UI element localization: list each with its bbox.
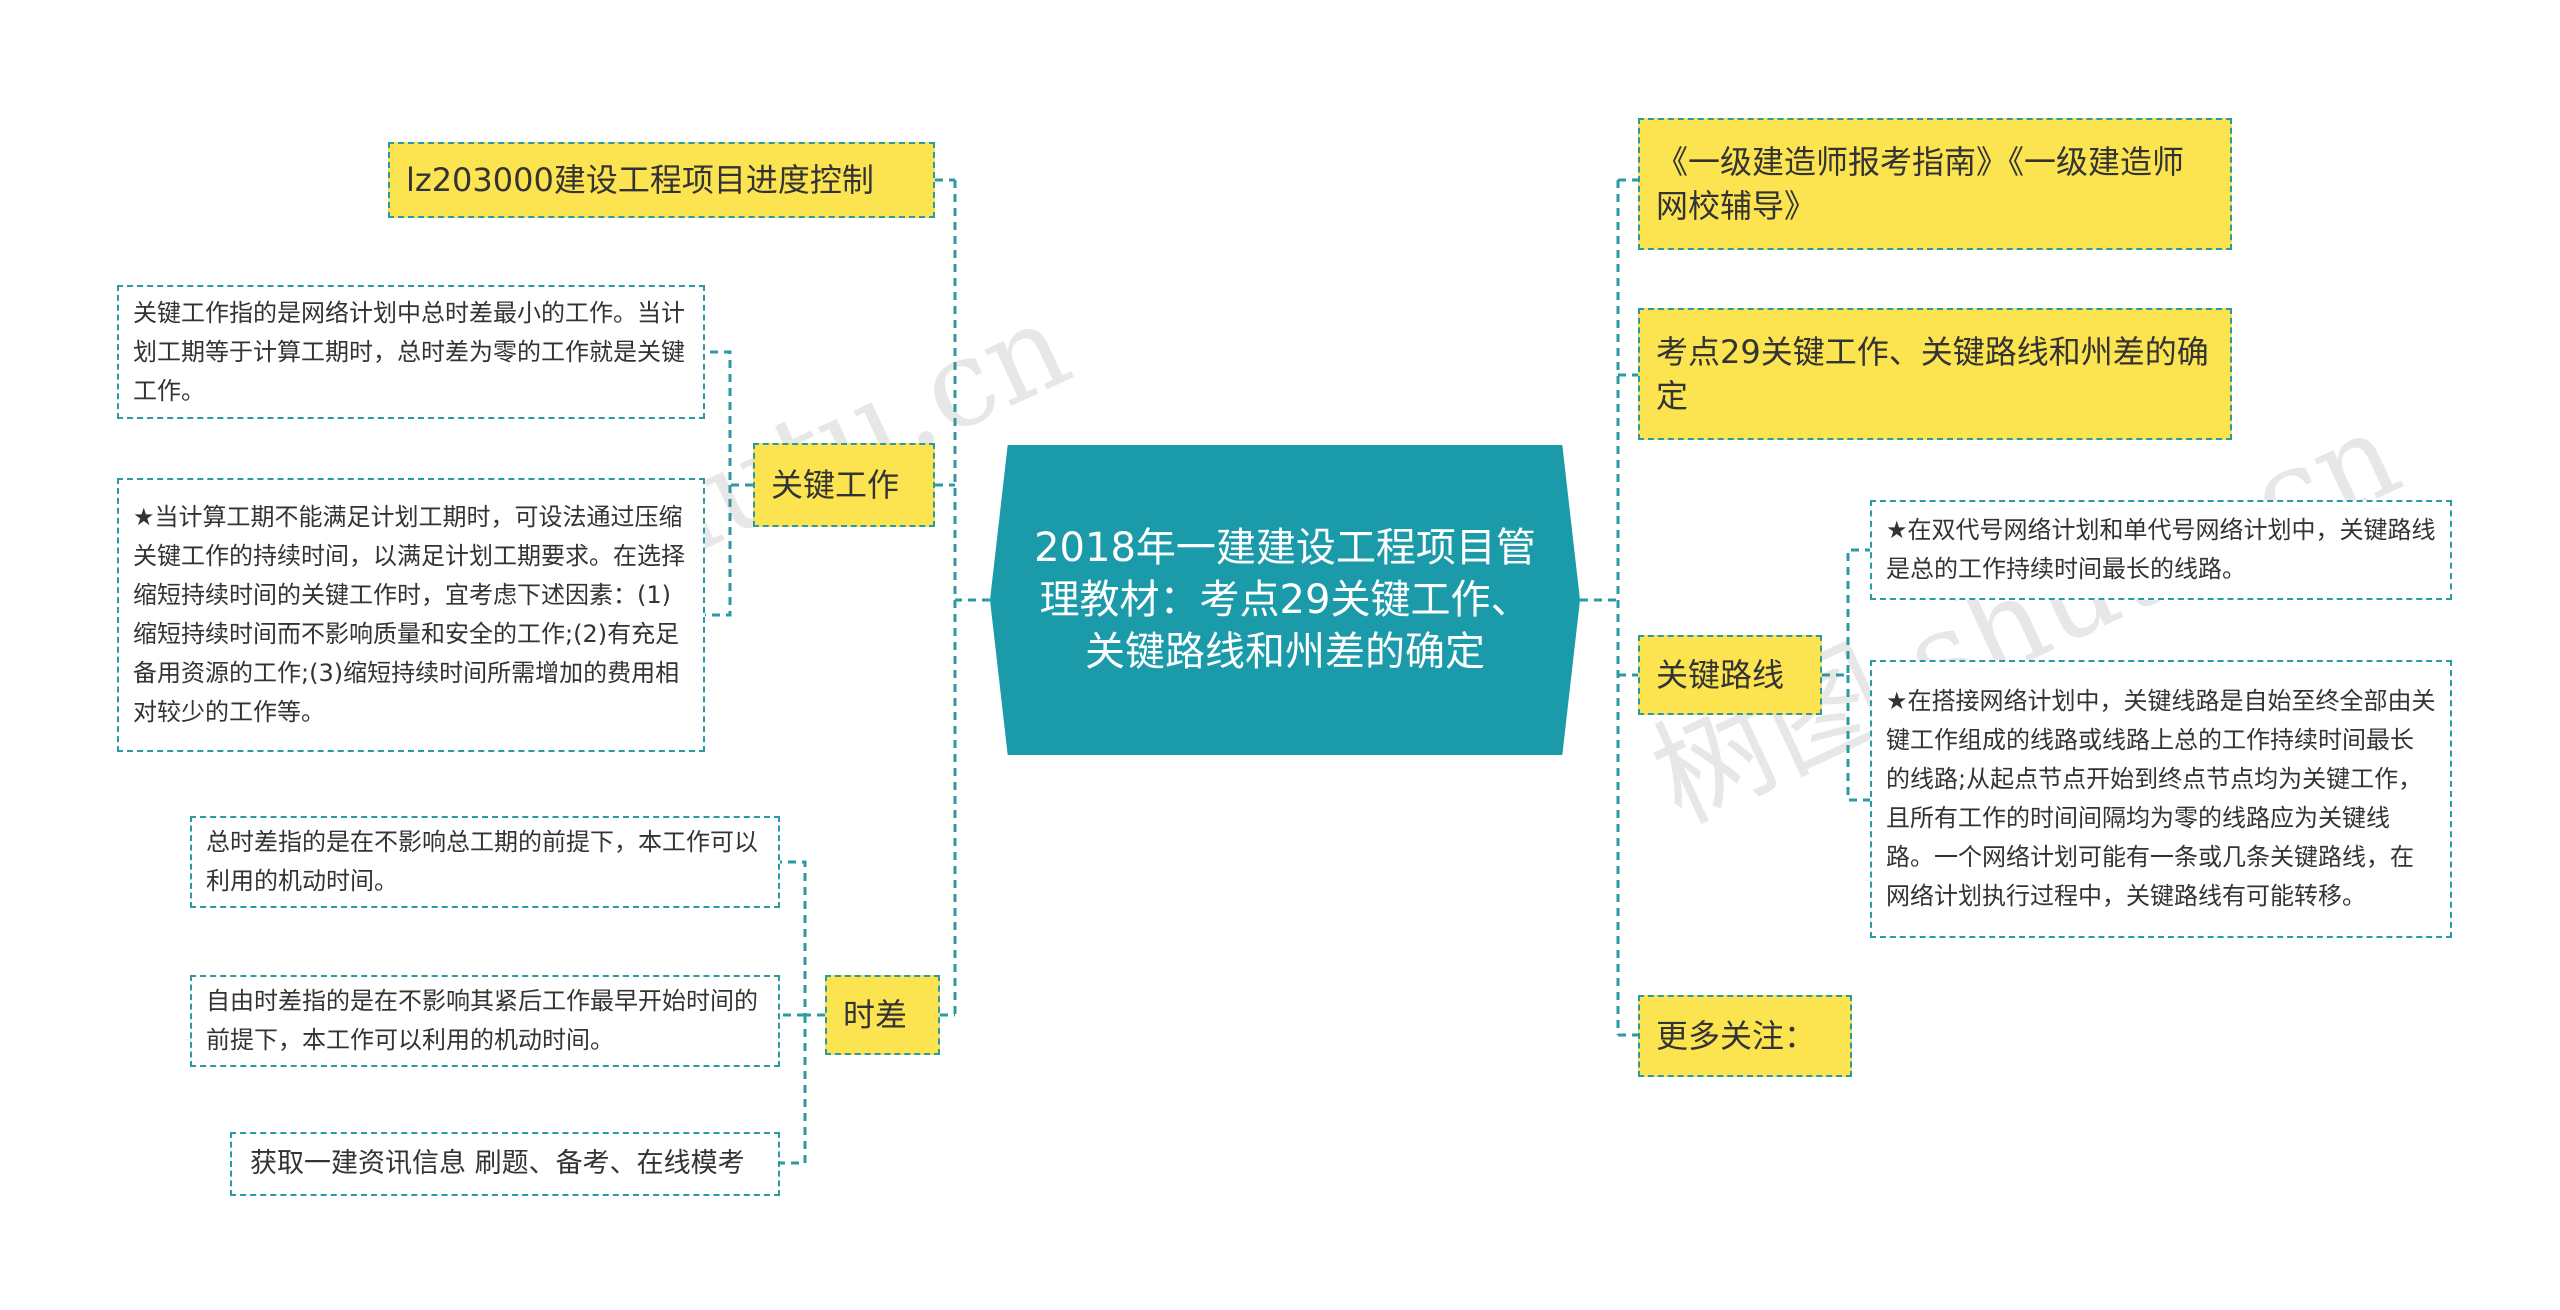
branch-float[interactable]: 时差 (825, 975, 940, 1055)
total-float[interactable]: 总时差指的是在不影响总工期的前提下，本工作可以利用的机动时间。 (190, 816, 780, 908)
branch-key-work-label: 关键工作 (771, 466, 900, 504)
branch-key-work[interactable]: 关键工作 (753, 443, 935, 527)
branch-float-label: 时差 (843, 996, 908, 1034)
branch-lz203000-label: lz203000建设工程项目进度控制 (406, 161, 874, 199)
branch-guide[interactable]: 《一级建造师报考指南》《一级建造师网校辅导》 (1638, 118, 2232, 250)
branch-lz203000[interactable]: lz203000建设工程项目进度控制 (388, 142, 935, 218)
key-path-lap-text: ★在搭接网络计划中，关键线路是自始至终全部由关键工作组成的线路或线路上总的工作持… (1886, 687, 2436, 910)
branch-guide-label: 《一级建造师报考指南》《一级建造师网校辅导》 (1656, 143, 2185, 225)
key-work-definition[interactable]: 关键工作指的是网络计划中总时差最小的工作。当计划工期等于计算工期时，总时差为零的… (117, 285, 705, 419)
key-work-definition-text: 关键工作指的是网络计划中总时差最小的工作。当计划工期等于计算工期时，总时差为零的… (133, 298, 685, 405)
info-link[interactable]: 获取一建资讯信息 刷题、备考、在线模考 (230, 1132, 780, 1196)
root-topic[interactable]: 2018年一建建设工程项目管理教材：考点29关键工作、关键路线和州差的确定 (990, 445, 1580, 755)
branch-key-path[interactable]: 关键路线 (1638, 635, 1822, 715)
branch-topic-label: 考点29关键工作、关键路线和州差的确定 (1656, 333, 2209, 415)
key-path-double-code[interactable]: ★在双代号网络计划和单代号网络计划中，关键路线是总的工作持续时间最长的线路。 (1870, 500, 2452, 600)
key-work-compression-text: ★当计算工期不能满足计划工期时，可设法通过压缩关键工作的持续时间，以满足计划工期… (133, 503, 685, 726)
branch-key-path-label: 关键路线 (1656, 656, 1785, 694)
total-float-text: 总时差指的是在不影响总工期的前提下，本工作可以利用的机动时间。 (206, 828, 758, 895)
key-path-lap[interactable]: ★在搭接网络计划中，关键线路是自始至终全部由关键工作组成的线路或线路上总的工作持… (1870, 660, 2452, 938)
branch-more-label: 更多关注： (1656, 1017, 1817, 1055)
branch-topic[interactable]: 考点29关键工作、关键路线和州差的确定 (1638, 308, 2232, 440)
info-link-text: 获取一建资讯信息 刷题、备考、在线模考 (250, 1148, 745, 1179)
key-work-compression[interactable]: ★当计算工期不能满足计划工期时，可设法通过压缩关键工作的持续时间，以满足计划工期… (117, 478, 705, 752)
branch-more[interactable]: 更多关注： (1638, 995, 1852, 1077)
root-title: 2018年一建建设工程项目管理教材：考点29关键工作、关键路线和州差的确定 (1034, 525, 1536, 675)
free-float[interactable]: 自由时差指的是在不影响其紧后工作最早开始时间的前提下，本工作可以利用的机动时间。 (190, 975, 780, 1067)
key-path-double-code-text: ★在双代号网络计划和单代号网络计划中，关键路线是总的工作持续时间最长的线路。 (1886, 516, 2436, 583)
free-float-text: 自由时差指的是在不影响其紧后工作最早开始时间的前提下，本工作可以利用的机动时间。 (206, 987, 758, 1054)
